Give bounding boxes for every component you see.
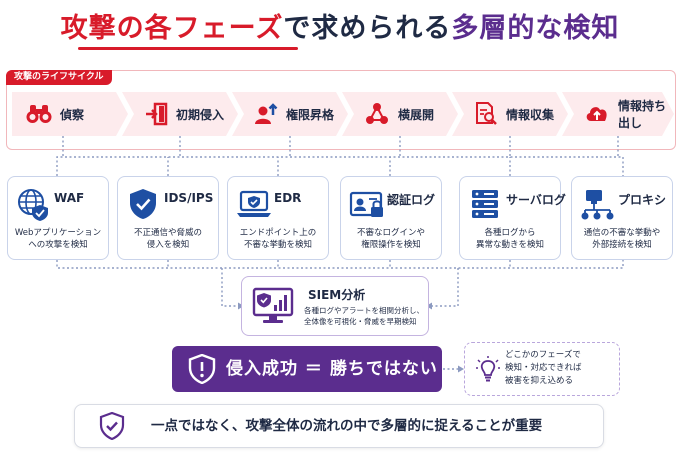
card-desc-line-2: への攻撃を検知 bbox=[28, 240, 88, 250]
siem-card: SIEM分析 各種ログやアラートを相関分析し、全体像を可視化・脅威を早期検知 bbox=[241, 276, 429, 336]
user-up-arrow-icon bbox=[254, 102, 278, 126]
card-description: エンドポイント上の不審な挙動を検知 bbox=[228, 227, 328, 251]
card-name: 認証ログ bbox=[387, 193, 436, 207]
phase-recon: 偵察 bbox=[12, 92, 128, 136]
cloud-upload-icon bbox=[584, 103, 610, 125]
door-enter-icon bbox=[144, 102, 168, 126]
card-desc-line-1: Webアプリケーション bbox=[14, 228, 102, 238]
tip-line-1: どこかのフェーズで bbox=[505, 350, 581, 360]
network-nodes-icon bbox=[364, 102, 390, 126]
phase-initial-access: 初期侵入 bbox=[122, 92, 238, 136]
tip-line-3: 被害を抑え込める bbox=[505, 376, 574, 386]
phase-label: 情報持ち出し bbox=[618, 99, 667, 130]
id-card-lock-icon bbox=[349, 191, 383, 217]
card-desc-line-2: 異常な動きを検知 bbox=[475, 240, 544, 250]
intrusion-banner: 侵入成功 ＝ 勝ちではない bbox=[172, 346, 442, 392]
tip-line-2: 検知・対応できれば bbox=[505, 363, 582, 373]
siem-name: SIEM分析 bbox=[308, 288, 366, 302]
card-desc-line-1: 通信の不審な挙動や bbox=[583, 228, 661, 238]
document-search-icon bbox=[474, 102, 498, 126]
shield-check-icon bbox=[99, 412, 125, 440]
computer-network-icon bbox=[581, 190, 614, 220]
globe-shield-icon bbox=[18, 189, 48, 221]
title-part-2: で求められる bbox=[283, 13, 452, 44]
siem-description: 各種ログやアラートを相関分析し、全体像を可視化・脅威を早期検知 bbox=[304, 305, 424, 327]
phase-label: 偵察 bbox=[60, 107, 85, 122]
card-desc-line-1: 不正通信や脅威の bbox=[133, 228, 202, 238]
card-desc-line-1: 不審なログインや bbox=[356, 228, 425, 238]
lightbulb-icon bbox=[476, 356, 500, 382]
card-auth-log: 認証ログ 不審なログインや権限操作を検知 bbox=[340, 176, 442, 260]
laptop-shield-icon bbox=[237, 190, 271, 217]
key-message-box: 一点ではなく、攻撃全体の流れの中で多層的に捉えることが重要 bbox=[74, 404, 604, 448]
phase-label: 初期侵入 bbox=[176, 107, 225, 122]
phase-exfiltration: 情報持ち出し bbox=[562, 92, 674, 136]
card-name: IDS/IPS bbox=[164, 191, 214, 205]
lifecycle-label: 攻撃のライフサイクル bbox=[6, 70, 112, 85]
title-part-3: 多層的な検知 bbox=[451, 13, 620, 44]
phase-lateral-movement: 横展開 bbox=[342, 92, 458, 136]
key-message-text: 一点ではなく、攻撃全体の流れの中で多層的に捉えることが重要 bbox=[151, 418, 543, 434]
card-description: 不審なログインや権限操作を検知 bbox=[341, 227, 441, 251]
tip-box: どこかのフェーズで検知・対応できれば被害を抑え込める bbox=[464, 342, 620, 396]
phase-label: 情報収集 bbox=[506, 107, 555, 122]
shield-alert-icon bbox=[188, 354, 216, 384]
phase-label: 横展開 bbox=[398, 107, 435, 122]
server-stack-icon bbox=[472, 190, 498, 218]
shield-check-icon bbox=[130, 189, 156, 219]
banner-text: 侵入成功 ＝ 勝ちではない bbox=[226, 359, 438, 379]
page-title: 攻撃の各フェーズで求められる多層的な検知 bbox=[0, 6, 680, 45]
card-desc-line-2: 不審な挙動を検知 bbox=[243, 240, 312, 250]
lifecycle-frame bbox=[6, 70, 676, 150]
card-name: サーバログ bbox=[506, 193, 566, 207]
phase-collection: 情報収集 bbox=[452, 92, 568, 136]
card-desc-line-1: 各種ログから bbox=[484, 228, 536, 238]
card-name: プロキシ bbox=[618, 193, 667, 207]
monitor-chart-shield-icon bbox=[252, 287, 294, 323]
card-edr: EDR エンドポイント上の不審な挙動を検知 bbox=[227, 176, 329, 260]
title-part-1: 攻撃の各フェーズ bbox=[60, 13, 284, 44]
card-name: WAF bbox=[54, 191, 85, 205]
card-description: 不正通信や脅威の侵入を検知 bbox=[118, 227, 218, 251]
card-ids-ips: IDS/IPS 不正通信や脅威の侵入を検知 bbox=[117, 176, 219, 260]
card-desc-line-2: 外部接続を検知 bbox=[592, 240, 652, 250]
card-desc-line-2: 侵入を検知 bbox=[146, 240, 190, 250]
card-desc-line-1: エンドポイント上の bbox=[239, 228, 317, 238]
card-description: 各種ログから異常な動きを検知 bbox=[460, 227, 560, 251]
title-underline bbox=[78, 47, 298, 50]
card-description: Webアプリケーションへの攻撃を検知 bbox=[8, 227, 108, 251]
siem-desc-line-2: 全体像を可視化・脅威を早期検知 bbox=[304, 317, 417, 326]
card-desc-line-2: 権限操作を検知 bbox=[361, 240, 421, 250]
card-server-log: サーバログ 各種ログから異常な動きを検知 bbox=[459, 176, 566, 260]
card-waf: WAF Webアプリケーションへの攻撃を検知 bbox=[7, 176, 109, 260]
card-description: 通信の不審な挙動や外部接続を検知 bbox=[572, 227, 672, 251]
binoculars-icon bbox=[26, 103, 52, 125]
siem-desc-line-1: 各種ログやアラートを相関分析し、 bbox=[304, 306, 424, 315]
card-name: EDR bbox=[274, 191, 302, 205]
phase-label: 権限昇格 bbox=[286, 107, 335, 122]
card-proxy: プロキシ 通信の不審な挙動や外部接続を検知 bbox=[571, 176, 673, 260]
phase-privilege-escalation: 権限昇格 bbox=[232, 92, 348, 136]
tip-text: どこかのフェーズで検知・対応できれば被害を抑え込める bbox=[505, 349, 582, 388]
